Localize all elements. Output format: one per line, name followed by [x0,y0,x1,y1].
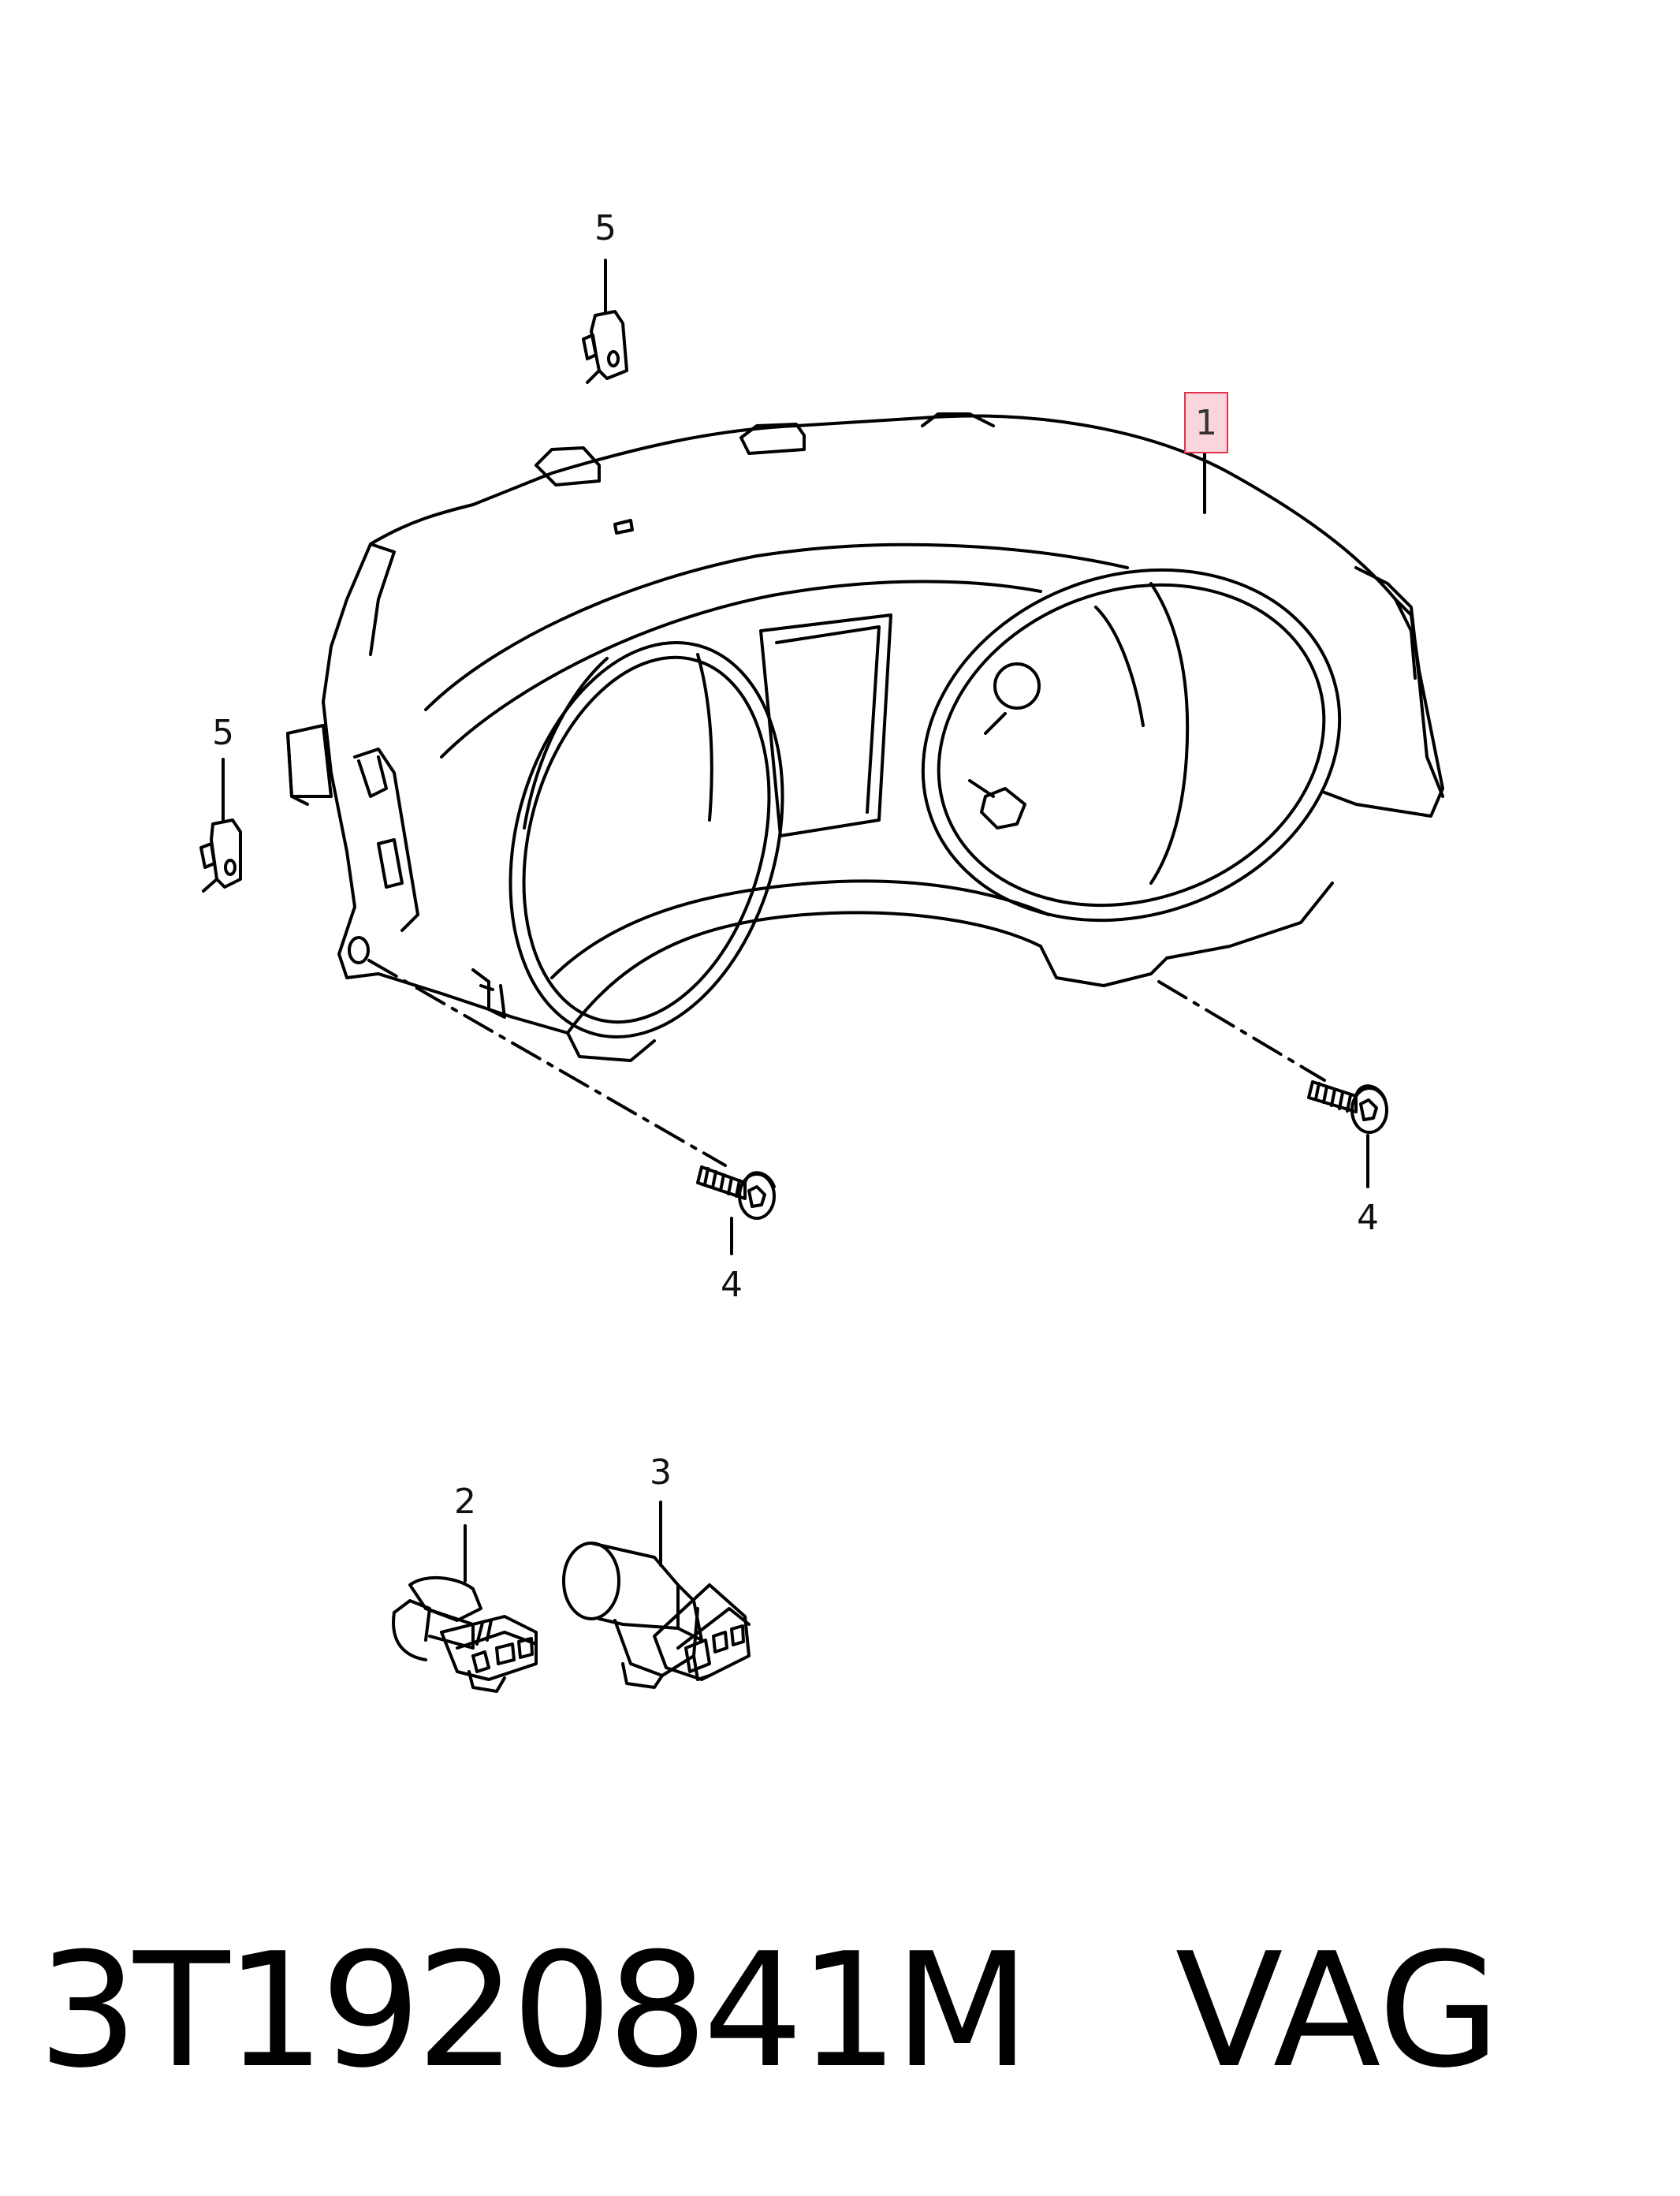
part-label-4-right: 4 [1357,1198,1379,1238]
footer: 3T1920841M VAG [38,1919,1500,2103]
part-label-5-left: 5 [212,713,234,753]
part-label-1: 1 [1195,402,1217,443]
part-label-3: 3 [650,1452,672,1493]
part-label-4-left: 4 [721,1265,743,1305]
screw-left [696,1165,776,1255]
clip-left [199,758,242,893]
part-number: 3T1920841M [38,1918,1030,2103]
right-gauge-ring [921,568,1342,923]
part-label-2: 2 [454,1482,476,1522]
axis-line-right-screw [1157,980,1326,1082]
part-1-callout: 1 [1184,392,1228,453]
bulb-holder [392,1524,538,1693]
sensor-unit [562,1501,751,1689]
brand-name: VAG [1175,1918,1501,2103]
instrument-cluster-housing [286,412,1444,1062]
clip-top [582,259,628,384]
part-label-5-top: 5 [594,208,616,248]
left-gauge-ring [508,641,784,1038]
screw-right [1307,1080,1388,1188]
axis-line-left-screw [367,959,727,1167]
